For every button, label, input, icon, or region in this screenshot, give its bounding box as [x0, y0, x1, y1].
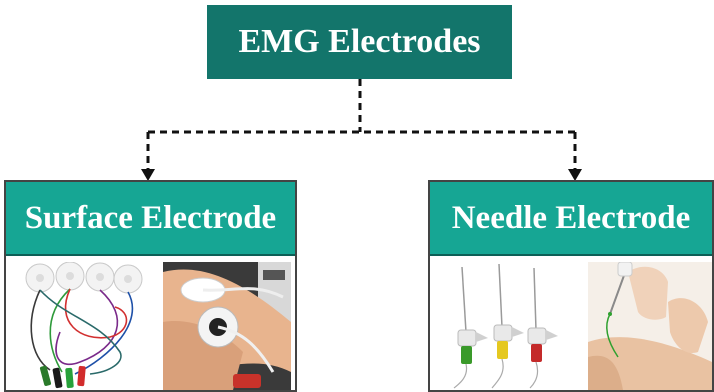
- root-label: EMG Electrodes: [238, 23, 481, 60]
- surface-electrode-images: [6, 256, 295, 390]
- surface-electrode-on-arm-image: [163, 262, 291, 390]
- needle-electrode-label: Needle Electrode: [451, 199, 691, 236]
- root-node: EMG Electrodes: [207, 5, 512, 79]
- needle-electrode-panel: Needle Electrode: [428, 180, 714, 392]
- arrowhead-right: [568, 169, 582, 181]
- surface-electrode-pads-image: [20, 262, 150, 390]
- needle-electrode-insertion-image: [588, 262, 712, 390]
- surface-electrode-header: Surface Electrode: [6, 182, 295, 256]
- needle-electrode-header: Needle Electrode: [430, 182, 712, 256]
- needle-electrode-images: [430, 256, 712, 390]
- surface-electrode-label: Surface Electrode: [24, 199, 277, 236]
- needle-electrodes-image: [444, 262, 569, 390]
- arrowhead-left: [141, 169, 155, 181]
- surface-electrode-panel: Surface Electrode: [4, 180, 297, 392]
